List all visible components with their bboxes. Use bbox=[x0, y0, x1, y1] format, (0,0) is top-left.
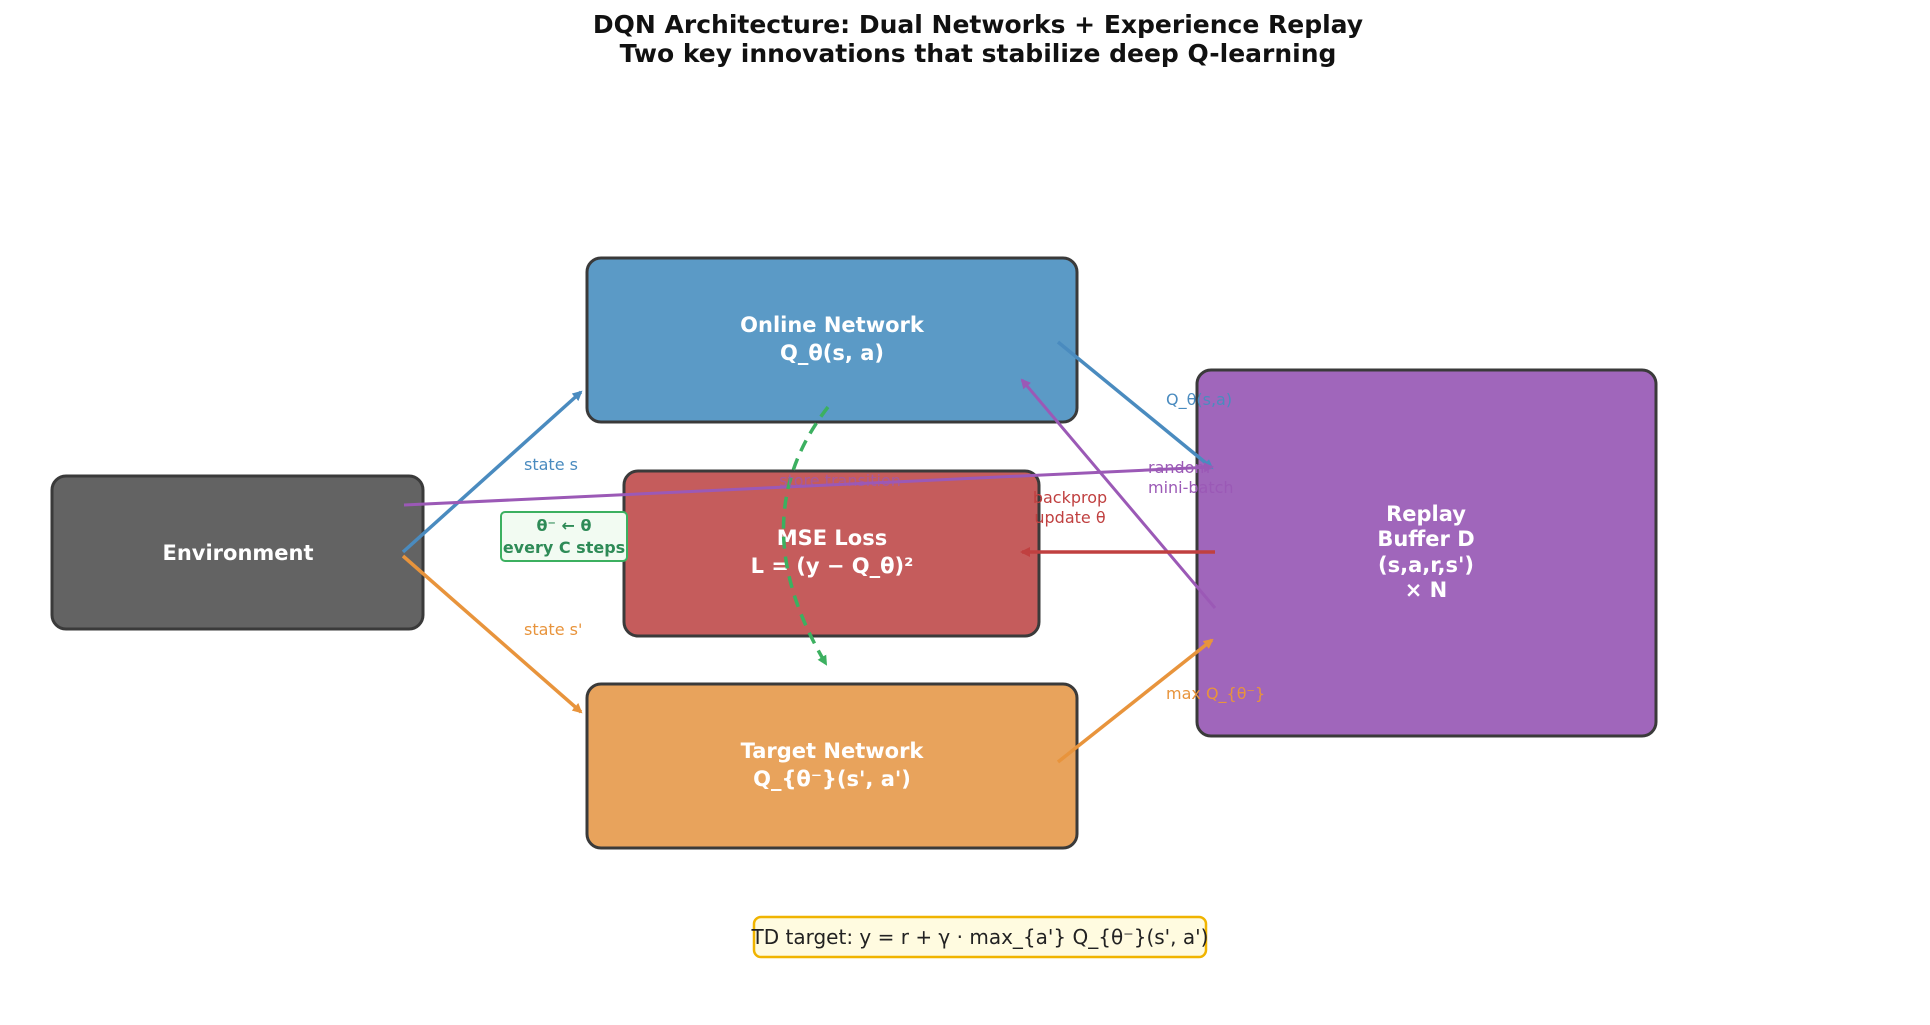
sync-label-line1: θ⁻ ← θ bbox=[537, 516, 592, 535]
random-batch-label-line2: mini-batch bbox=[1148, 478, 1234, 497]
replay-buffer-line3: (s,a,r,s') bbox=[1378, 553, 1474, 577]
q-theta-arrow bbox=[1056, 340, 1214, 470]
replay-buffer-line2: Buffer D bbox=[1377, 527, 1474, 551]
online-network-formula: Q_θ(s, a) bbox=[780, 341, 884, 365]
replay-buffer-line4: × N bbox=[1405, 578, 1447, 602]
td-target-box: TD target: y = r + γ · max_{a'} Q_{θ⁻}(s… bbox=[751, 915, 1209, 959]
target-network-formula: Q_{θ⁻}(s', a') bbox=[753, 767, 911, 791]
target-network-title: Target Network bbox=[741, 739, 925, 763]
replay-buffer-node: Replay Buffer D (s,a,r,s') × N bbox=[1195, 368, 1658, 738]
max-q-arrow bbox=[1056, 638, 1214, 764]
state-s-arrow bbox=[401, 390, 583, 554]
sync-label: θ⁻ ← θ every C steps bbox=[500, 511, 628, 562]
store-transition-arrow bbox=[403, 462, 1214, 507]
state-s-prime-arrow bbox=[401, 554, 583, 714]
environment-label: Environment bbox=[162, 541, 313, 565]
loss-node: MSE Loss L = (y − Q_θ)² bbox=[622, 469, 1041, 638]
loss-formula: L = (y − Q_θ)² bbox=[751, 554, 914, 578]
state-s-label: state s bbox=[524, 455, 578, 474]
random-batch-label-line1: random bbox=[1148, 458, 1210, 477]
loss-title: MSE Loss bbox=[777, 526, 888, 550]
state-s-prime-label: state s' bbox=[524, 620, 582, 639]
online-network-node: Online Network Q_θ(s, a) bbox=[585, 256, 1079, 424]
online-network-title: Online Network bbox=[740, 313, 925, 337]
td-target-formula: TD target: y = r + γ · max_{a'} Q_{θ⁻}(s… bbox=[751, 925, 1209, 949]
environment-node: Environment bbox=[50, 474, 425, 631]
sync-label-line2: every C steps bbox=[503, 538, 625, 557]
backprop-label-line2: update θ bbox=[1034, 508, 1105, 527]
diagram-title: DQN Architecture: Dual Networks + Experi… bbox=[593, 10, 1363, 39]
store-transition-label: store transition bbox=[779, 471, 901, 490]
random-batch-arrow bbox=[1020, 378, 1217, 609]
backprop-label-line1: backprop bbox=[1033, 488, 1107, 507]
target-network-node: Target Network Q_{θ⁻}(s', a') bbox=[585, 682, 1079, 850]
sync-weights-arrow bbox=[781, 405, 830, 666]
replay-buffer-line1: Replay bbox=[1386, 502, 1466, 526]
diagram-subtitle: Two key innovations that stabilize deep … bbox=[620, 39, 1337, 68]
max-q-label: max Q_{θ⁻} bbox=[1166, 684, 1265, 704]
q-theta-label: Q_θ(s,a) bbox=[1166, 390, 1232, 410]
